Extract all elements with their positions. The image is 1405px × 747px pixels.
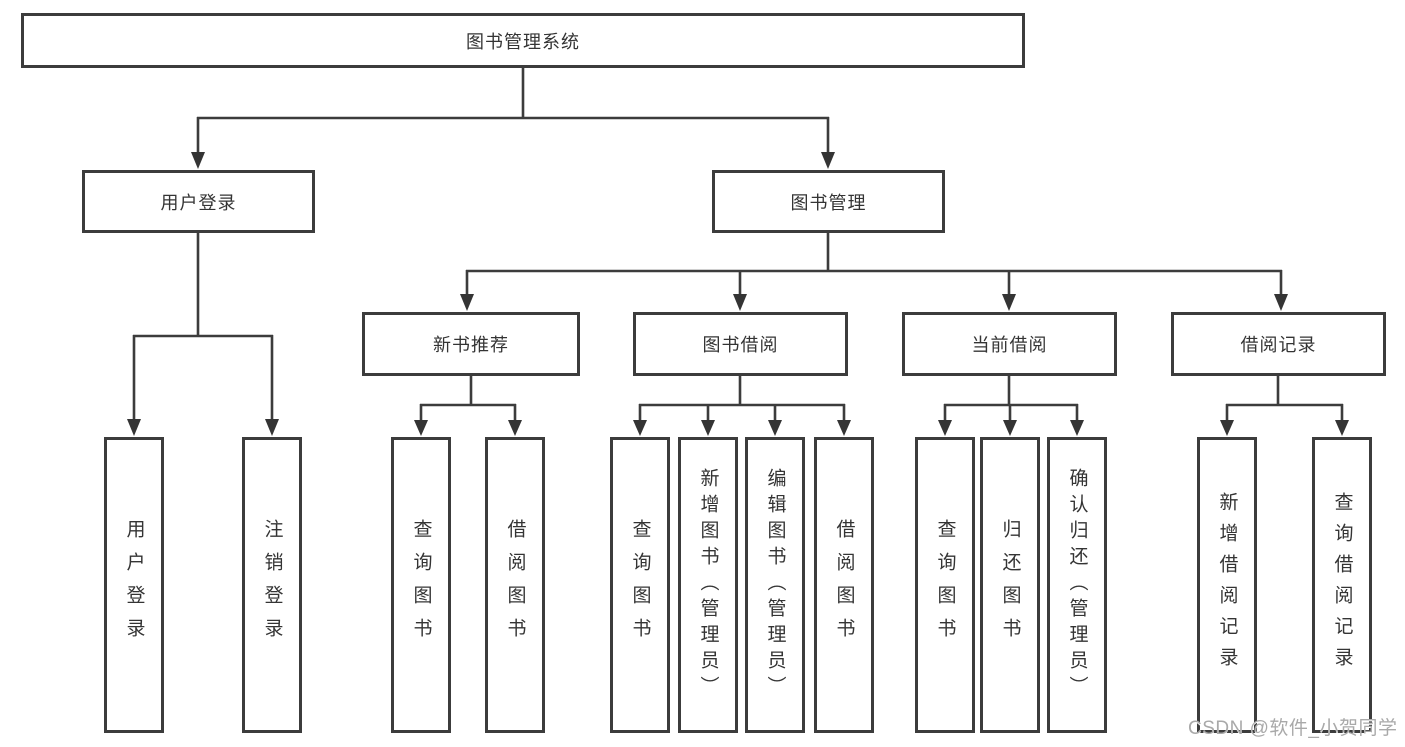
leaf-add-book-admin-label: 新增图书（管理员） [697, 468, 719, 702]
leaf-user-login: 用户登录 [104, 437, 164, 733]
node-current-borrow-label: 当前借阅 [971, 335, 1048, 355]
leaf-query-book-2: 查询图书 [610, 437, 670, 733]
node-book-management-label: 图书管理 [790, 192, 867, 213]
node-current-borrow: 当前借阅 [902, 312, 1117, 376]
leaf-confirm-return-admin: 确认归还（管理员） [1047, 437, 1107, 733]
connector-bookmgmt-to-level3 [460, 233, 1288, 311]
leaf-user-login-label: 用户登录 [123, 519, 145, 651]
leaf-edit-book-admin-label: 编辑图书（管理员） [764, 468, 786, 702]
node-root: 图书管理系统 [21, 13, 1025, 68]
node-root-label: 图书管理系统 [466, 31, 580, 52]
leaf-query-book-1: 查询图书 [391, 437, 451, 733]
leaf-logout: 注销登录 [242, 437, 302, 733]
leaf-logout-label: 注销登录 [261, 519, 283, 651]
leaf-query-borrow-record-label: 查询借阅记录 [1331, 492, 1353, 678]
leaf-borrow-book-2-label: 借阅图书 [833, 519, 855, 651]
leaf-query-book-3-label: 查询图书 [934, 519, 956, 651]
node-new-book-recommend-label: 新书推荐 [433, 335, 509, 355]
node-user-login: 用户登录 [82, 170, 315, 233]
leaf-query-book-3: 查询图书 [915, 437, 975, 733]
leaf-return-book-label: 归还图书 [999, 519, 1021, 651]
connector-newbook-to-leaves [414, 376, 522, 436]
node-borrow-record: 借阅记录 [1171, 312, 1386, 376]
leaf-borrow-book-1: 借阅图书 [485, 437, 545, 733]
leaf-add-book-admin: 新增图书（管理员） [678, 437, 738, 733]
node-book-borrow: 图书借阅 [633, 312, 848, 376]
node-borrow-record-label: 借阅记录 [1240, 335, 1317, 355]
connector-currentborrow-to-leaves [938, 376, 1084, 436]
connector-borrowrecord-to-leaves [1220, 376, 1349, 436]
leaf-return-book: 归还图书 [980, 437, 1040, 733]
leaf-edit-book-admin: 编辑图书（管理员） [745, 437, 805, 733]
node-book-management: 图书管理 [712, 170, 945, 233]
node-user-login-label: 用户登录 [160, 192, 237, 213]
leaf-query-book-2-label: 查询图书 [629, 519, 651, 651]
leaf-query-borrow-record: 查询借阅记录 [1312, 437, 1372, 733]
leaf-borrow-book-1-label: 借阅图书 [504, 519, 526, 651]
node-new-book-recommend: 新书推荐 [362, 312, 580, 376]
connector-bookborrow-to-leaves [633, 376, 851, 436]
node-book-borrow-label: 图书借阅 [702, 335, 779, 355]
leaf-add-borrow-record-label: 新增借阅记录 [1216, 492, 1238, 678]
leaf-add-borrow-record: 新增借阅记录 [1197, 437, 1257, 733]
connector-root-to-level2 [191, 68, 835, 169]
leaf-borrow-book-2: 借阅图书 [814, 437, 874, 733]
connector-userlogin-to-leaves [127, 233, 279, 436]
leaf-query-book-1-label: 查询图书 [410, 519, 432, 651]
watermark: CSDN @软件_小贺同学 [1188, 718, 1398, 739]
leaf-confirm-return-admin-label: 确认归还（管理员） [1066, 468, 1088, 702]
